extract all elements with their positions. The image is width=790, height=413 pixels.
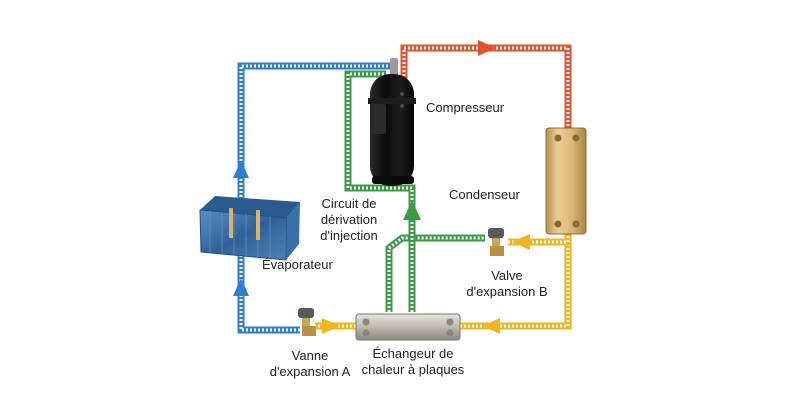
bypass-label-line1: Circuit de <box>321 196 377 211</box>
arrow-right-valve-a-icon <box>322 318 340 334</box>
expansion-valve-a-icon <box>298 308 316 336</box>
valve-b-label-line2: d'expansion B <box>466 284 548 299</box>
evaporator-label: Évaporateur <box>262 257 333 272</box>
arrow-left-valve-b-icon <box>512 234 530 250</box>
plate-heat-exchanger-icon <box>355 313 461 341</box>
expansion-valve-b-icon <box>488 228 504 256</box>
valve-a-label: Vanne d'expansion A <box>260 348 360 380</box>
valve-b-label: Valve d'expansion B <box>457 268 557 300</box>
bypass-label: Circuit de dérivation d'injection <box>318 196 380 244</box>
flow-arrows <box>233 40 530 334</box>
valve-b-label-line1: Valve <box>491 268 523 283</box>
valve-a-label-line2: d'expansion A <box>269 364 351 379</box>
bypass-label-line3: d'injection <box>320 228 378 243</box>
compressor-label: Compresseur <box>426 100 505 115</box>
compressor-icon <box>368 58 416 186</box>
valve-a-label-line1: Vanne <box>291 348 329 363</box>
exchanger-label-line2: chaleur à plaques <box>361 362 465 377</box>
injection-bypass-line <box>344 70 485 312</box>
arrow-left-liquid-icon <box>482 318 500 334</box>
evaporator-icon <box>199 196 300 261</box>
condenser-icon <box>545 127 587 235</box>
condenser-label: Condenseur <box>449 187 520 202</box>
arrow-up-bypass-icon <box>403 200 421 220</box>
arrow-up-evap-top-icon <box>233 160 249 178</box>
arrow-up-evap-bottom-icon <box>233 278 249 296</box>
exchanger-label: Échangeur de chaleur à plaques <box>358 346 468 378</box>
discharge-line <box>400 44 572 130</box>
arrow-right-discharge-icon <box>478 40 496 56</box>
exchanger-label-line1: Échangeur de <box>372 346 454 361</box>
bypass-label-line2: dérivation <box>320 212 378 227</box>
